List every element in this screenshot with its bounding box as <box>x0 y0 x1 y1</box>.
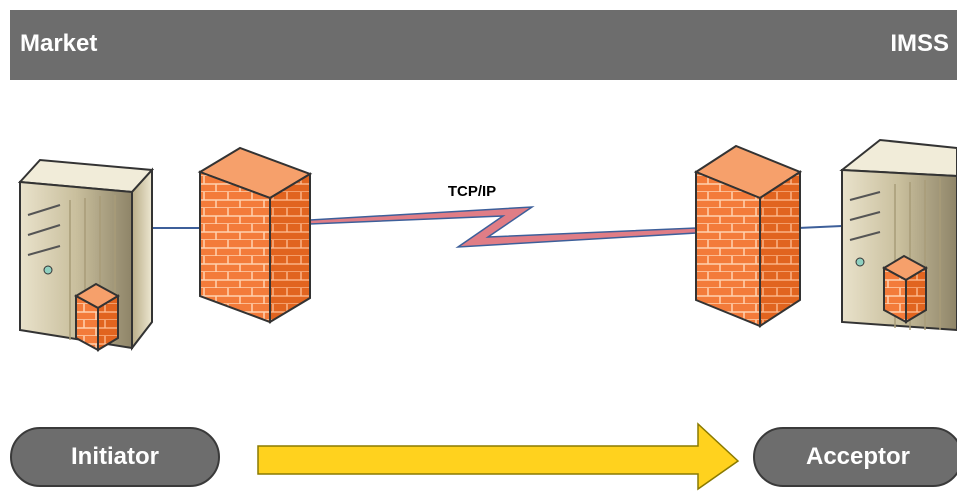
firewall-icon <box>197 146 313 324</box>
initiator-badge: Initiator <box>10 427 220 487</box>
arrow-right-icon <box>257 422 740 491</box>
title-bar: Market IMSS <box>10 10 957 80</box>
firewall-icon <box>73 282 121 352</box>
acceptor-badge: Acceptor <box>753 427 957 487</box>
lightning-link-icon <box>309 206 697 248</box>
imss-label: IMSS <box>890 30 949 57</box>
firewall-icon <box>693 144 803 328</box>
acceptor-label: Acceptor <box>805 443 911 470</box>
link-label: TCP/IP <box>448 183 496 200</box>
initiator-label: Initiator <box>71 443 159 470</box>
server-icon <box>17 158 155 351</box>
market-label: Market <box>20 30 98 57</box>
firewall-icon <box>881 254 929 324</box>
server-icon <box>839 138 957 332</box>
right-server-link <box>797 225 843 229</box>
